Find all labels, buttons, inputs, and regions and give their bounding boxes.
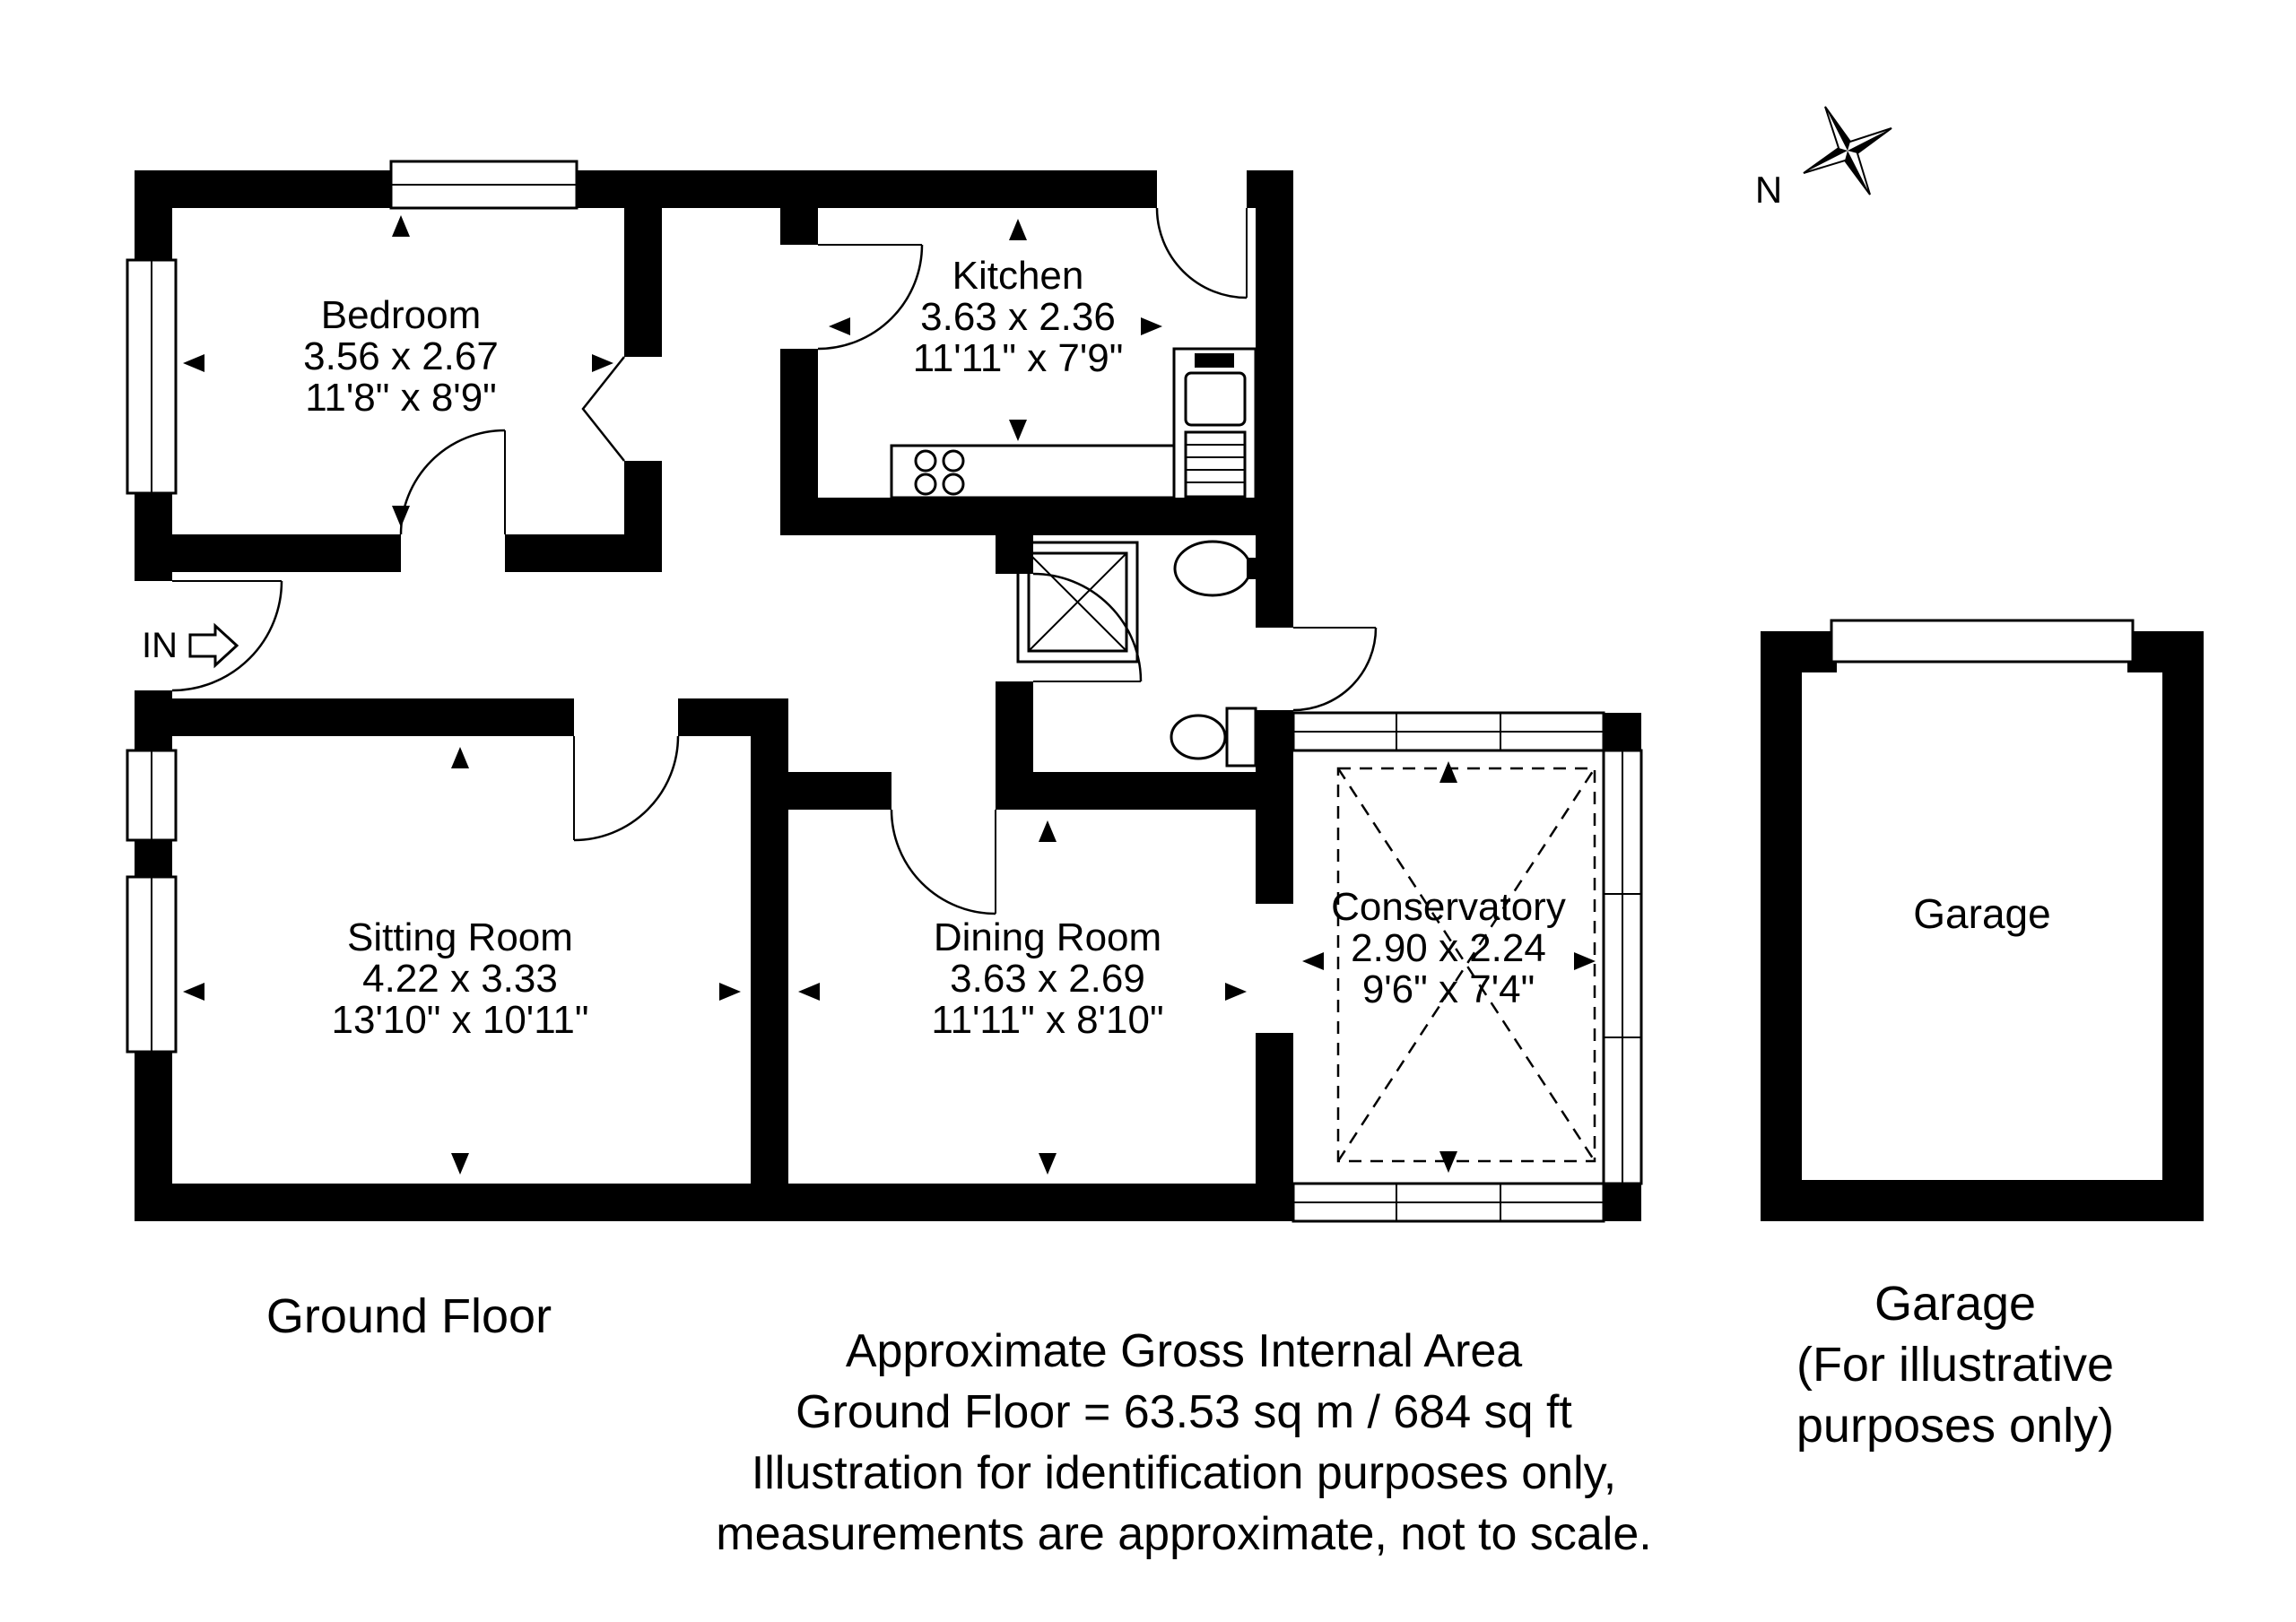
sitting-room-door <box>573 735 680 842</box>
door-openings <box>135 170 1293 1033</box>
washbasin-icon <box>1173 540 1256 597</box>
bedroom-metric: 3.56 x 2.67 <box>303 334 499 378</box>
rear-door <box>1292 627 1378 712</box>
garage-structure <box>1761 619 2204 1221</box>
door-swings <box>171 207 1378 915</box>
captions: Ground Floor Garage (For illustrative pu… <box>266 1277 2114 1560</box>
hob-icon <box>890 444 1176 499</box>
kitchen-back-door <box>1155 207 1248 299</box>
dining-room-metric: 3.63 x 2.69 <box>950 957 1145 1001</box>
sitting-room-left-window-upper <box>126 749 178 842</box>
conservatory-glazing <box>1292 711 1643 1223</box>
bedroom-label: Bedroom <box>321 293 482 337</box>
garage-caption-line3: purposes only) <box>1796 1399 2114 1453</box>
conservatory-roof-dashed <box>1336 767 1596 1163</box>
dimension-arrows <box>183 215 1596 1175</box>
bedroom-imperial: 11'8" x 8'9" <box>305 376 497 420</box>
front-door <box>171 580 283 692</box>
toilet-icon <box>1170 707 1257 768</box>
sitting-room-imperial: 13'10" x 10'11" <box>332 998 589 1042</box>
bedroom-closet-door <box>581 356 625 462</box>
footer-line3: Illustration for identification purposes… <box>752 1447 1616 1499</box>
kitchen-imperial: 11'11" x 7'9" <box>913 336 1124 380</box>
garage-caption-line2: (For illustrative <box>1796 1338 2114 1392</box>
footer-line1: Approximate Gross Internal Area <box>846 1325 1522 1377</box>
bathroom-fixtures <box>1016 540 1257 768</box>
footer-line2: Ground Floor = 63.53 sq m / 684 sq ft <box>796 1386 1572 1438</box>
entrance-label: IN <box>142 626 178 665</box>
dining-room-label: Dining Room <box>934 915 1161 959</box>
sink-unit-icon <box>1172 347 1257 507</box>
dining-room-imperial: 11'11" x 8'10" <box>931 998 1163 1042</box>
sitting-room-left-window-lower <box>126 875 178 1054</box>
garage-room-label: Garage <box>1913 890 2050 937</box>
footer-line4: measurements are approximate, not to sca… <box>716 1508 1651 1560</box>
conservatory-label: Conservatory <box>1331 885 1566 929</box>
entry-arrow-icon <box>188 622 239 669</box>
garage-caption-line1: Garage <box>1874 1277 2036 1331</box>
kitchen-label: Kitchen <box>952 254 1084 298</box>
room-labels: Bedroom 3.56 x 2.67 11'8" x 8'9" Kitchen… <box>303 254 2051 1042</box>
entrance-marker: IN <box>142 622 239 669</box>
kitchen-metric: 3.63 x 2.36 <box>920 295 1116 339</box>
kitchen-fixtures <box>890 347 1257 507</box>
bedroom-left-window <box>126 258 178 495</box>
compass-rose-icon: N <box>1755 106 1892 211</box>
conservatory-metric: 2.90 x 2.24 <box>1351 926 1546 970</box>
floor-title: Ground Floor <box>266 1289 552 1343</box>
sitting-room-label: Sitting Room <box>347 915 573 959</box>
compass-north-label: N <box>1755 169 1782 211</box>
conservatory-imperial: 9'6" x 7'4" <box>1362 967 1535 1011</box>
sitting-room-metric: 4.22 x 3.33 <box>362 957 558 1001</box>
dining-room-door <box>890 809 996 915</box>
kitchen-door <box>817 244 924 351</box>
shower-icon <box>1016 541 1139 664</box>
windows <box>126 160 578 1054</box>
conservatory-structure <box>1292 711 1643 1223</box>
bedroom-top-window <box>389 160 578 210</box>
